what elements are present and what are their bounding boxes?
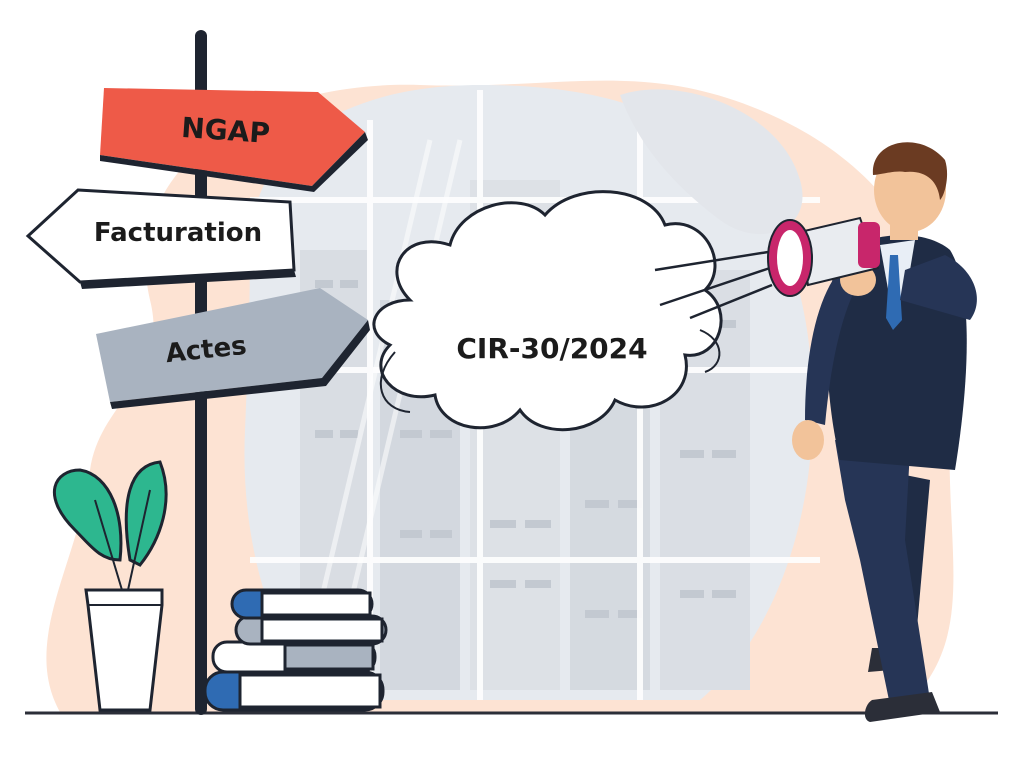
sign-ngap-label: NGAP: [180, 111, 271, 150]
bubble-announcement-text: CIR-30/2024: [456, 332, 647, 365]
book-stack: [203, 588, 388, 712]
sign-actes: Actes: [96, 288, 370, 409]
potted-plant: [53, 460, 168, 712]
sign-facturation: Facturation: [25, 188, 296, 289]
businessman: [767, 142, 977, 722]
megaphone-icon: [767, 216, 880, 297]
sign-facturation-label: Facturation: [94, 218, 262, 248]
speech-cloud: CIR-30/2024: [372, 190, 723, 432]
decorative-leaf-shape: [620, 89, 803, 235]
sign-ngap: NGAP: [100, 88, 368, 192]
sound-lines: [654, 250, 773, 320]
